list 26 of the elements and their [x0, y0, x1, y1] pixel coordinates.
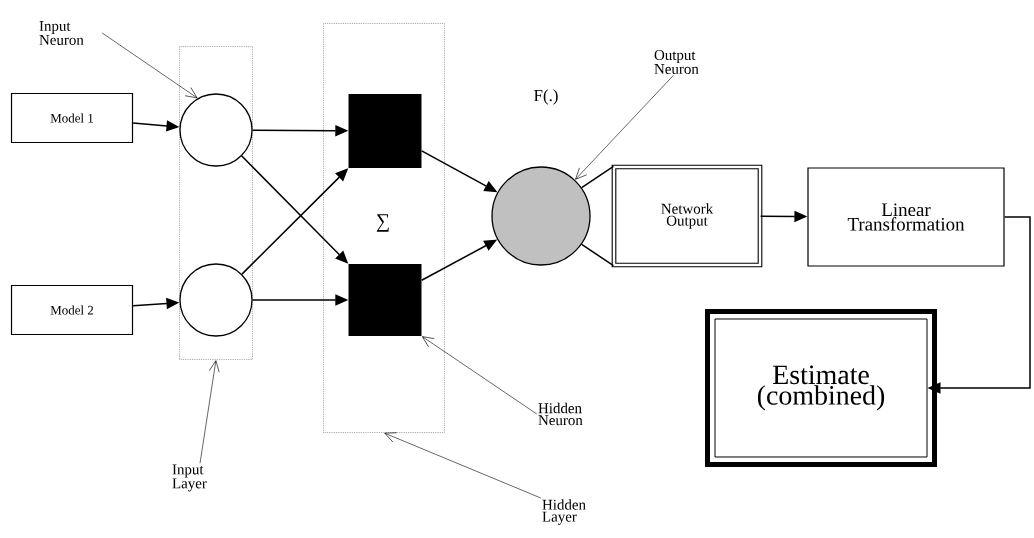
leader-line — [422, 336, 538, 415]
callout-label: Input Neuron — [39, 21, 84, 45]
callout-label: Hidden Layer — [542, 499, 586, 525]
leader-line — [199, 360, 220, 464]
output-box: Network Output — [611, 164, 763, 268]
input-box: Model 1 — [10, 92, 134, 144]
connector-line — [580, 243, 615, 267]
process-box: Linear Transformation — [807, 167, 1005, 267]
result-box: Estimate (combined) — [705, 309, 937, 467]
neuron-square — [348, 94, 422, 168]
neuron-circle — [179, 263, 253, 337]
neuron-square — [348, 264, 422, 336]
layer-frame — [179, 46, 253, 360]
callout-label: Input Layer — [172, 464, 207, 492]
neuron-circle — [491, 166, 591, 266]
callout-label: Hidden Neuron — [538, 402, 583, 426]
leader-line — [101, 32, 198, 99]
function-label: F(.) — [534, 89, 558, 105]
input-box: Model 2 — [10, 284, 134, 336]
callout-label: Output Neuron — [654, 50, 699, 74]
leader-line — [575, 74, 674, 180]
leader-line — [384, 432, 542, 499]
sum-symbol: ∑ — [376, 214, 389, 232]
neuron-circle — [179, 93, 253, 167]
connector-line — [580, 165, 615, 189]
layer-frame — [323, 23, 445, 433]
